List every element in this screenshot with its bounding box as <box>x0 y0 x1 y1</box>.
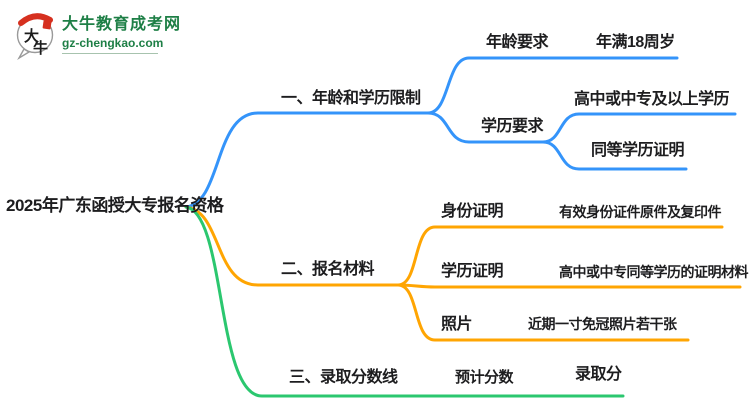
logo-divider <box>62 52 158 54</box>
topic-id-original-and-copy: 有效身份证件原件及复印件 <box>559 204 722 220</box>
topic-3-admission-score-line: 三、录取分数线 <box>289 369 398 386</box>
topic-photo: 照片 <box>441 316 473 333</box>
topic-education-proof: 学历证明 <box>441 263 504 280</box>
red-arc <box>18 13 53 26</box>
branch2-main-line <box>184 205 400 287</box>
site-url: gz-chengkao.com <box>62 35 164 50</box>
badge-char-da: 大 <box>24 27 39 45</box>
topic-education-proof-materials: 高中或中专同等学历的证明材料 <box>559 264 749 280</box>
branch3-main-line <box>184 205 625 398</box>
badge-char-niu: 牛 <box>33 39 48 57</box>
topic-highschool-or-above: 高中或中专及以上学历 <box>574 91 730 108</box>
root-topic: 2025年广东函授大专报名资格 <box>6 196 224 215</box>
topic-age-requirement: 年龄要求 <box>486 34 549 51</box>
topic-photo-requirement: 近期一寸免冠照片若干张 <box>528 316 677 332</box>
site-logo: 大 牛 大牛教育成考网 gz-chengkao.com <box>12 10 181 62</box>
branch1-equivalent-line <box>541 140 688 171</box>
topic-expected-score: 预计分数 <box>455 369 514 386</box>
branch2-eduproof-line <box>396 283 742 289</box>
branch2-photo-line <box>396 283 690 342</box>
branch1-age-line <box>426 56 679 115</box>
topic-1-age-education-limits: 一、年龄和学历限制 <box>281 90 421 107</box>
branch1-main-line <box>184 111 430 209</box>
topic-2-application-materials: 二、报名材料 <box>281 261 375 278</box>
branch2-identity-line <box>396 225 724 287</box>
topic-age-18: 年满18周岁 <box>596 34 675 51</box>
branch1-highschool-line <box>541 112 737 144</box>
red-seal-stamp <box>42 20 52 30</box>
topic-equivalent-certificate: 同等学历证明 <box>591 142 685 159</box>
daniu-logo-icon: 大 牛 <box>16 13 54 60</box>
topic-education-requirement: 学历要求 <box>481 118 544 135</box>
topic-admission-score: 录取分 <box>575 366 622 383</box>
topic-identity-proof: 身份证明 <box>441 203 504 220</box>
site-title: 大牛教育成考网 <box>62 16 182 33</box>
branch1-edu-line <box>426 111 545 144</box>
